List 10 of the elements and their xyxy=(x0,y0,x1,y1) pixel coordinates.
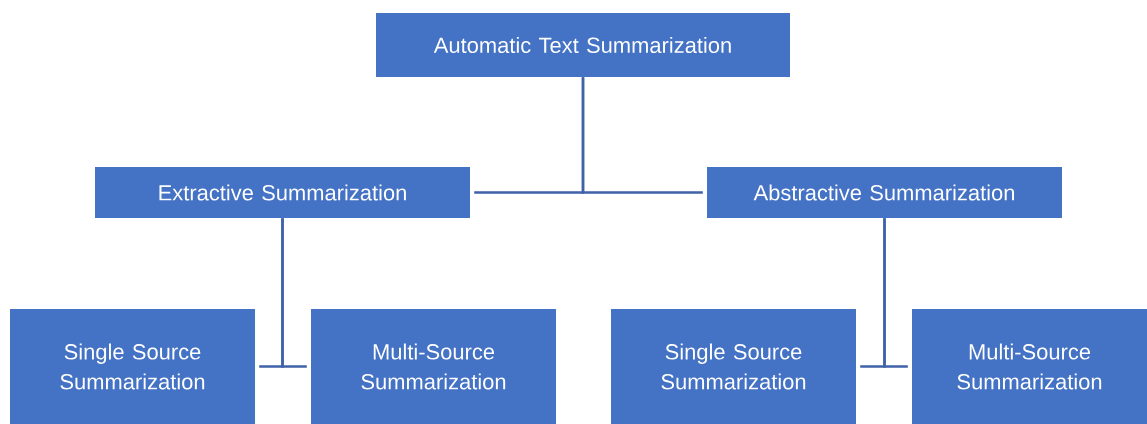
category-box: Extractive Summarization xyxy=(95,167,470,218)
category-box: Single Source Summarization xyxy=(10,309,255,424)
category-box: Automatic Text Summarization xyxy=(376,13,790,77)
category-box: Multi-Source Summarization xyxy=(311,309,556,424)
connector-line xyxy=(883,218,908,368)
category-box: Single Source Summarization xyxy=(611,309,856,424)
connector-line xyxy=(581,77,703,194)
connector-line xyxy=(281,218,307,368)
category-box: Multi-Source Summarization xyxy=(912,309,1147,424)
category-box: Abstractive Summarization xyxy=(707,167,1062,218)
